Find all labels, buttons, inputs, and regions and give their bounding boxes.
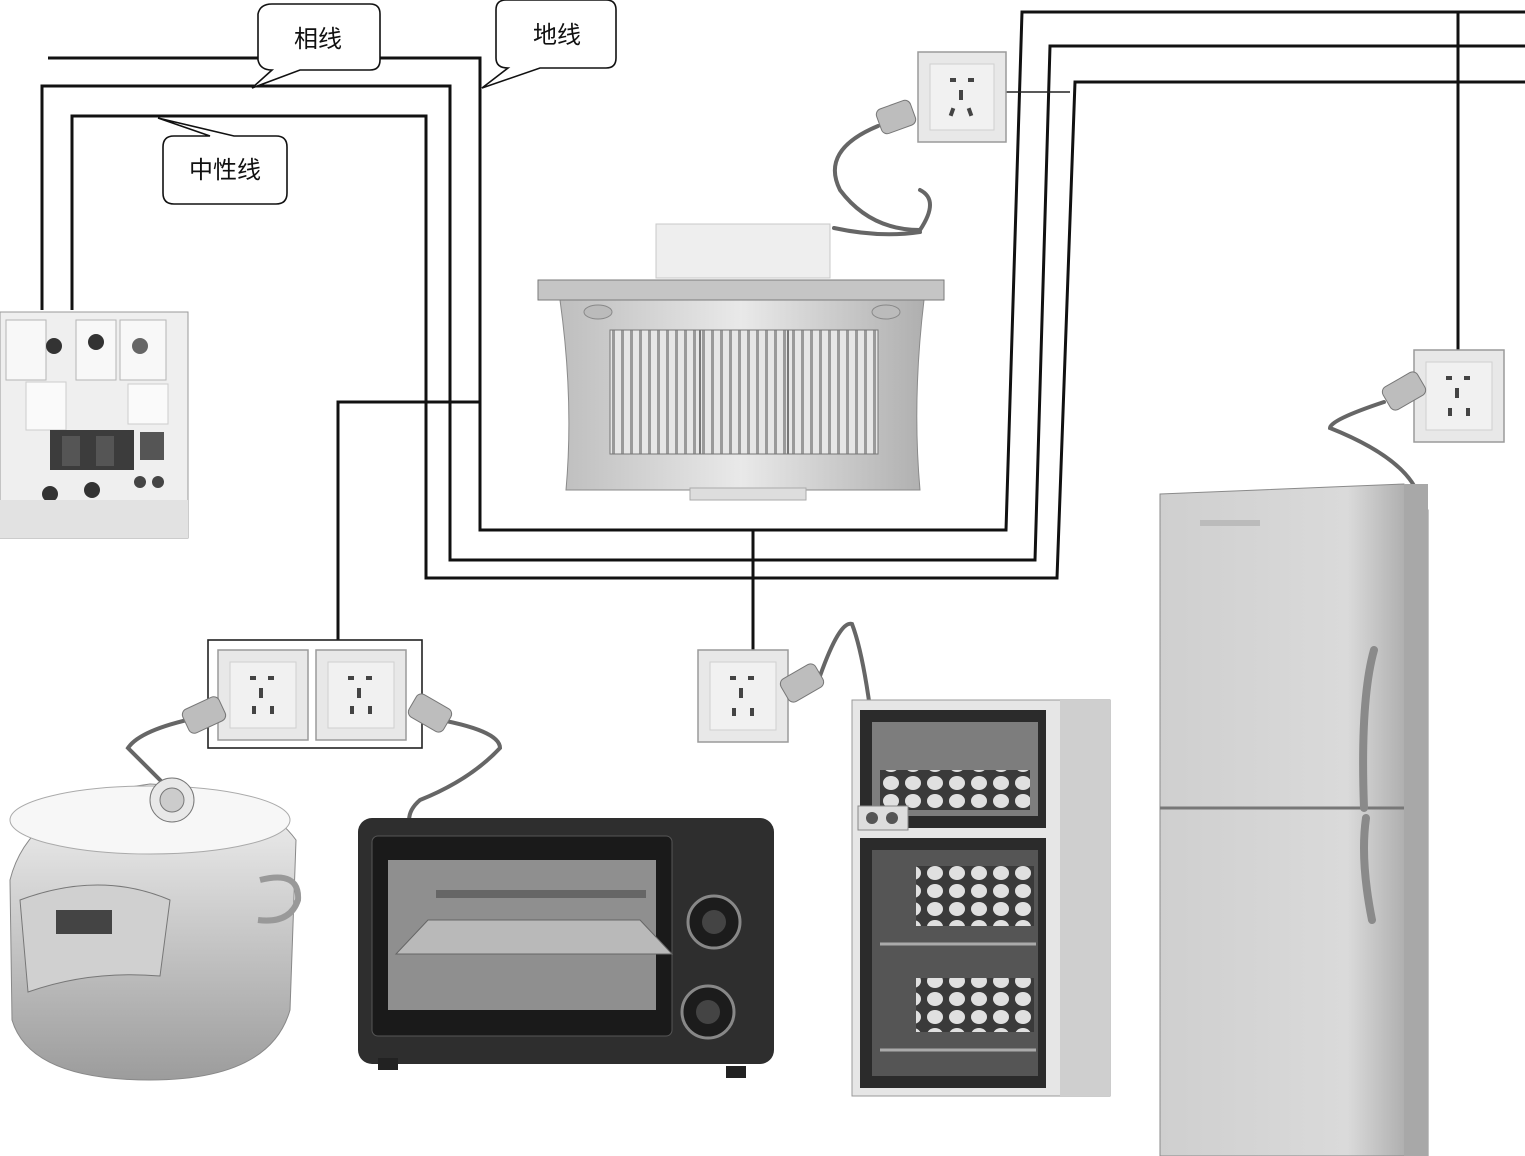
callout-ground: 地线 — [481, 0, 617, 89]
rice-cooker — [9, 777, 302, 1081]
socket-fridge — [1413, 349, 1505, 443]
plug-fridge — [1381, 371, 1427, 411]
plug-cabinet — [779, 663, 825, 703]
label-ground-wire: 地线 — [533, 21, 581, 49]
callout-phase: 相线 — [251, 3, 381, 89]
plug-hood — [875, 99, 917, 135]
phase-wire — [40, 44, 1525, 562]
disinfection-cabinet — [851, 699, 1111, 1097]
circuit-breaker — [0, 311, 189, 539]
callout-neutral: 中性线 — [157, 117, 288, 205]
refrigerator — [1159, 483, 1429, 1156]
ground-wire — [48, 10, 1525, 532]
socket-hood — [917, 51, 1007, 143]
socket-middle — [697, 649, 789, 743]
label-neutral-wire: 中性线 — [189, 156, 261, 184]
neutral-wire — [70, 80, 1525, 580]
branch-double-socket — [336, 400, 480, 640]
label-phase-wire: 相线 — [294, 25, 342, 53]
socket-double — [207, 639, 423, 749]
range-hood — [537, 223, 945, 501]
plug-cooker — [181, 696, 227, 734]
toaster-oven — [358, 818, 774, 1078]
wiring — [40, 10, 1525, 650]
plug-cords — [125, 99, 1427, 828]
plug-oven — [407, 693, 453, 733]
